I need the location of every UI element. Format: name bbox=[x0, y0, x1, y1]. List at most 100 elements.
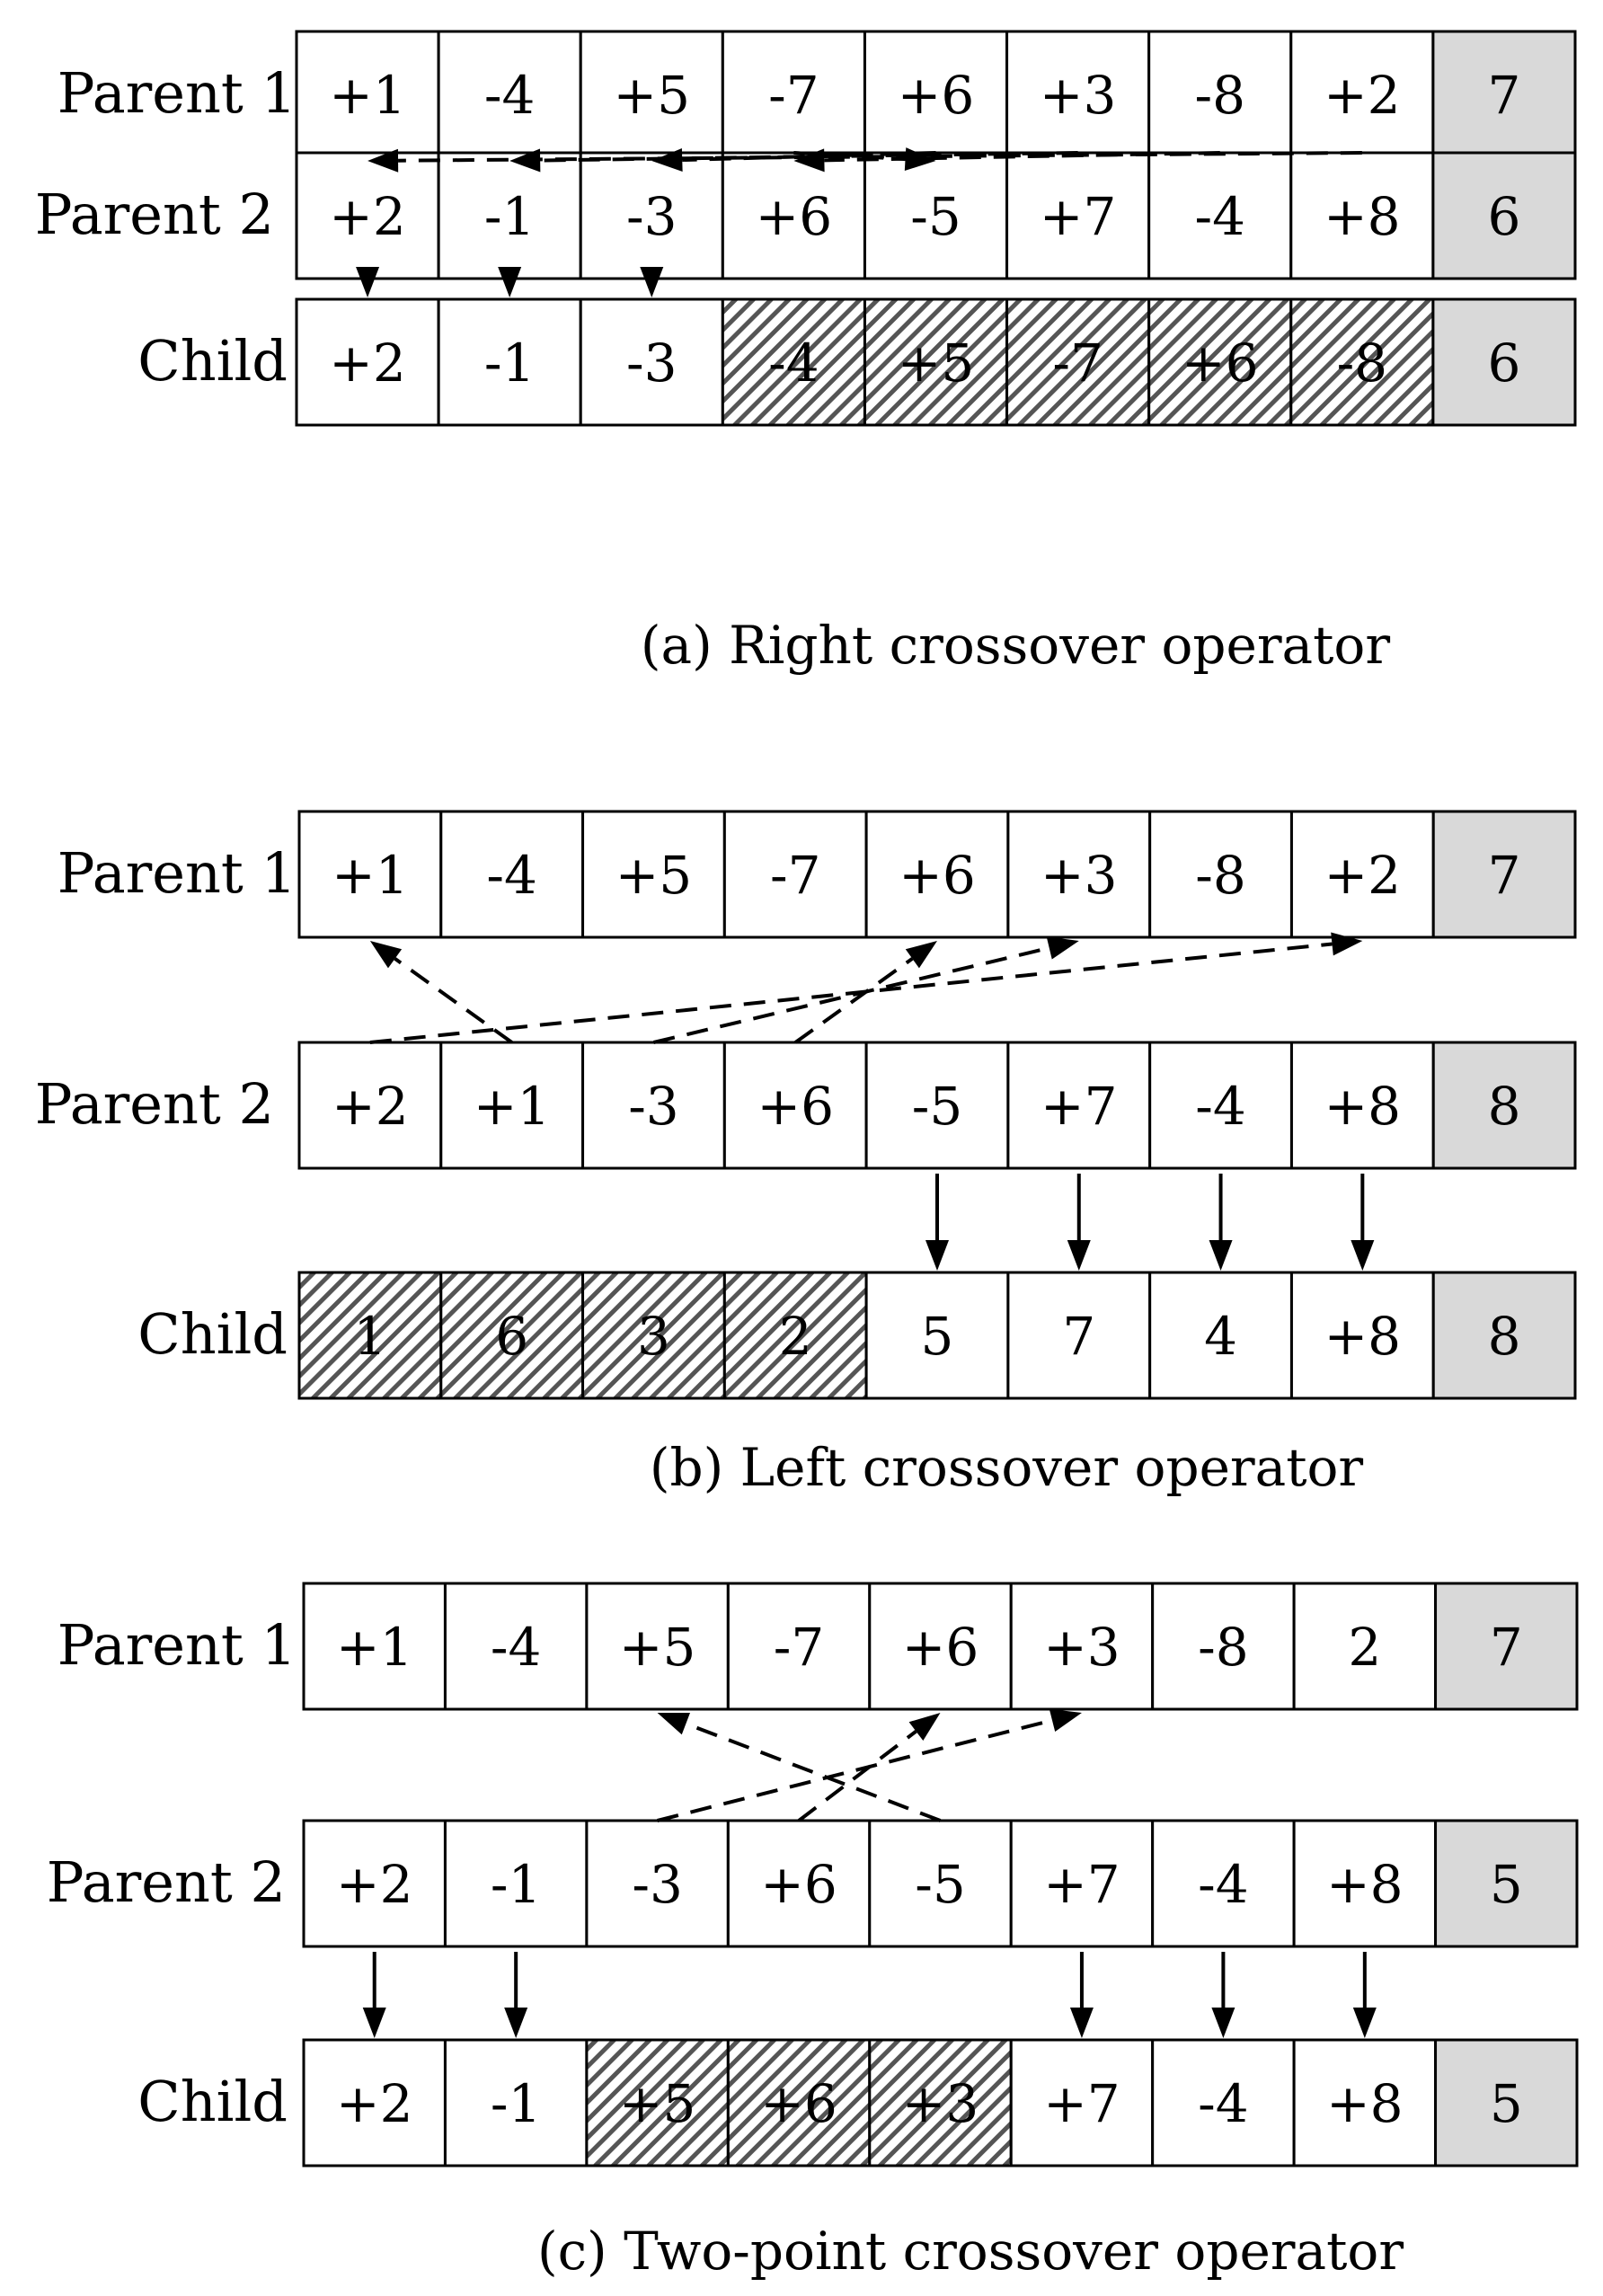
gene-value: -4 bbox=[768, 332, 819, 394]
gene-value: -7 bbox=[1052, 332, 1103, 394]
gene-cell bbox=[295, 297, 440, 427]
gene-value: +8 bbox=[1326, 2073, 1404, 2134]
gene-value: 6 bbox=[1487, 186, 1520, 247]
dashed-link bbox=[657, 1708, 1082, 1822]
gene-value: -4 bbox=[484, 65, 536, 126]
gene-value: -1 bbox=[491, 2073, 542, 2134]
gene-value: +5 bbox=[614, 65, 691, 126]
gene-cell bbox=[868, 1819, 1013, 1948]
gene-cell-tail bbox=[1434, 2038, 1579, 2167]
gene-cell bbox=[295, 151, 440, 280]
gene-value: 8 bbox=[1488, 1076, 1521, 1137]
gene-cell-tail bbox=[1431, 151, 1577, 280]
panel-caption: (a) Right crossover operator bbox=[641, 615, 1390, 676]
gene-value: -3 bbox=[626, 186, 678, 247]
gene-cell-tail bbox=[1431, 1041, 1577, 1170]
arrowhead bbox=[369, 941, 403, 969]
row-label: Parent 2 bbox=[35, 182, 274, 247]
gene-value: -5 bbox=[912, 1076, 963, 1137]
panel-caption: (c) Two-point crossover operator bbox=[537, 2221, 1404, 2282]
gene-value: +3 bbox=[1040, 65, 1117, 126]
copy-arrow bbox=[504, 1952, 528, 2038]
gene-value: -3 bbox=[632, 1854, 683, 1915]
gene-value: +5 bbox=[898, 332, 975, 394]
dashed-link bbox=[657, 1712, 942, 1822]
dashed-line bbox=[369, 942, 1333, 1044]
gene-value: 3 bbox=[637, 1306, 670, 1367]
gene-value: +6 bbox=[902, 1617, 979, 1678]
row-label: Parent 1 bbox=[58, 60, 297, 126]
dashed-link bbox=[797, 1713, 941, 1822]
copy-arrow bbox=[1352, 1952, 1377, 2038]
gene-cell bbox=[1148, 1041, 1293, 1170]
gene-value: +1 bbox=[336, 1617, 413, 1678]
gene-value: -8 bbox=[1337, 332, 1388, 394]
arrowhead bbox=[362, 2008, 386, 2038]
gene-value: 6 bbox=[495, 1306, 528, 1367]
gene-value: +5 bbox=[619, 2073, 696, 2134]
arrowhead bbox=[368, 148, 399, 173]
gene-value: -4 bbox=[1198, 2073, 1249, 2134]
gene-value: 7 bbox=[1490, 1617, 1523, 1678]
dashed-line bbox=[394, 957, 513, 1044]
arrowhead bbox=[504, 2008, 528, 2038]
gene-cell bbox=[295, 30, 440, 159]
gene-value: +1 bbox=[329, 65, 406, 126]
gene-value: 7 bbox=[1488, 845, 1521, 906]
gene-cell bbox=[585, 1582, 730, 1711]
copy-arrow bbox=[1069, 1952, 1094, 2038]
gene-value: -5 bbox=[910, 186, 961, 247]
copy-arrow bbox=[640, 267, 664, 297]
gene-cell bbox=[1151, 1819, 1296, 1948]
gene-value: 5 bbox=[1490, 1854, 1523, 1915]
gene-value: +7 bbox=[1040, 186, 1117, 247]
gene-cell bbox=[1151, 2038, 1296, 2167]
gene-value: -7 bbox=[774, 1617, 825, 1678]
copy-arrow bbox=[925, 1174, 949, 1271]
gene-value: 2 bbox=[1348, 1617, 1381, 1678]
gene-value: -5 bbox=[915, 1854, 966, 1915]
gene-value: +6 bbox=[756, 186, 833, 247]
gene-value: -8 bbox=[1195, 845, 1246, 906]
gene-value: +6 bbox=[760, 1854, 837, 1915]
gene-value: +6 bbox=[1182, 332, 1259, 394]
gene-value: -7 bbox=[770, 845, 821, 906]
gene-value: +6 bbox=[899, 845, 976, 906]
gene-value: +8 bbox=[1324, 1076, 1402, 1137]
gene-value: +6 bbox=[898, 65, 975, 126]
gene-value: -4 bbox=[1195, 1076, 1246, 1137]
gene-value: 2 bbox=[779, 1306, 812, 1367]
gene-cell bbox=[1151, 1582, 1296, 1711]
dashed-link bbox=[369, 932, 1363, 1044]
row-label: Child bbox=[137, 1301, 288, 1367]
copy-arrow bbox=[1351, 1174, 1375, 1271]
gene-cell bbox=[1006, 1271, 1152, 1400]
gene-cell-hatched bbox=[1147, 297, 1293, 427]
gene-value: +2 bbox=[332, 1076, 409, 1137]
gene-value: +2 bbox=[336, 1854, 413, 1915]
gene-cell-hatched bbox=[721, 297, 866, 427]
gene-cell-tail bbox=[1431, 810, 1577, 939]
gene-value: +8 bbox=[1324, 186, 1401, 247]
gene-cell bbox=[726, 1819, 872, 1948]
gene-cell-hatched bbox=[585, 2038, 730, 2167]
copy-arrow bbox=[362, 1952, 386, 2038]
gene-cell bbox=[1292, 2038, 1438, 2167]
gene-cell-tail bbox=[1431, 1271, 1577, 1400]
arrowhead bbox=[925, 1240, 949, 1271]
gene-cell bbox=[1289, 810, 1435, 939]
gene-value: 4 bbox=[1204, 1306, 1237, 1367]
gene-cell bbox=[864, 1271, 1010, 1400]
gene-cell-tail bbox=[1431, 297, 1577, 427]
gene-cell bbox=[726, 1582, 872, 1711]
gene-value: +1 bbox=[474, 1076, 551, 1137]
gene-cell bbox=[302, 2038, 447, 2167]
arrowhead bbox=[1209, 1240, 1233, 1271]
row-label: Parent 2 bbox=[35, 1071, 274, 1137]
arrowhead bbox=[1211, 2008, 1235, 2038]
